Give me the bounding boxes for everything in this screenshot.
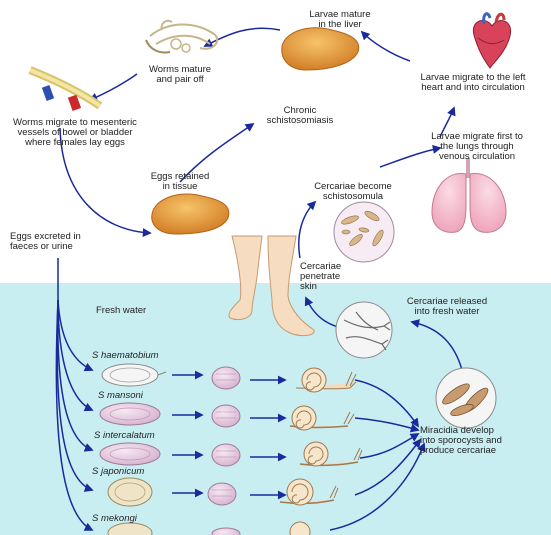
- arrow-eggs-to-chronic: [179, 122, 255, 183]
- liver-icon: [151, 193, 230, 235]
- species-label: S intercalatum: [94, 430, 155, 441]
- vessels-icon: [28, 66, 103, 111]
- snail-icon: [299, 441, 363, 467]
- egg-icon: [101, 363, 167, 387]
- egg-icon: [107, 477, 153, 507]
- cercariae-icon: [335, 301, 393, 359]
- worm-pair-icon: [145, 19, 219, 54]
- arrow-vessels-to-eggs-retained: [59, 127, 152, 238]
- egg-icon: [99, 402, 161, 426]
- arrow-skin-to-schistosomula: [298, 200, 317, 259]
- arrow-liver-from-heart: [360, 30, 411, 62]
- heart-icon: [472, 12, 512, 69]
- snail-icon: [289, 405, 355, 431]
- label-fresh-water: Fresh water: [96, 305, 147, 316]
- snail-icon: [295, 367, 357, 393]
- arrow-schistosomula-to-lungs: [379, 145, 442, 168]
- species-label: S japonicum: [92, 466, 145, 477]
- species-label: S haematobium: [92, 350, 159, 361]
- miracidium-icon: [211, 443, 241, 467]
- arrow-worms-to-vessels: [88, 73, 138, 102]
- species-label: S mansoni: [98, 390, 143, 401]
- miracidium-icon: [211, 366, 241, 390]
- lungs-icon: [431, 158, 507, 233]
- egg-icon: [99, 442, 161, 466]
- miracidium-icon: [211, 527, 241, 535]
- miracidium-icon: [207, 482, 237, 506]
- miracidia-icon: [435, 367, 497, 429]
- miracidium-icon: [211, 404, 241, 428]
- arrow-liver-to-worms: [203, 27, 281, 47]
- snail-icon: [289, 521, 311, 535]
- egg-icon: [107, 522, 153, 535]
- schistosomula-icon: [333, 201, 395, 263]
- species-label: S mekongi: [92, 513, 137, 524]
- snail-icon: [279, 478, 339, 506]
- arrow-lungs-to-heart: [439, 106, 456, 138]
- legs-icon: [228, 235, 315, 337]
- liver-icon: [281, 27, 360, 71]
- arrow-miracidia-to-released: [410, 319, 463, 371]
